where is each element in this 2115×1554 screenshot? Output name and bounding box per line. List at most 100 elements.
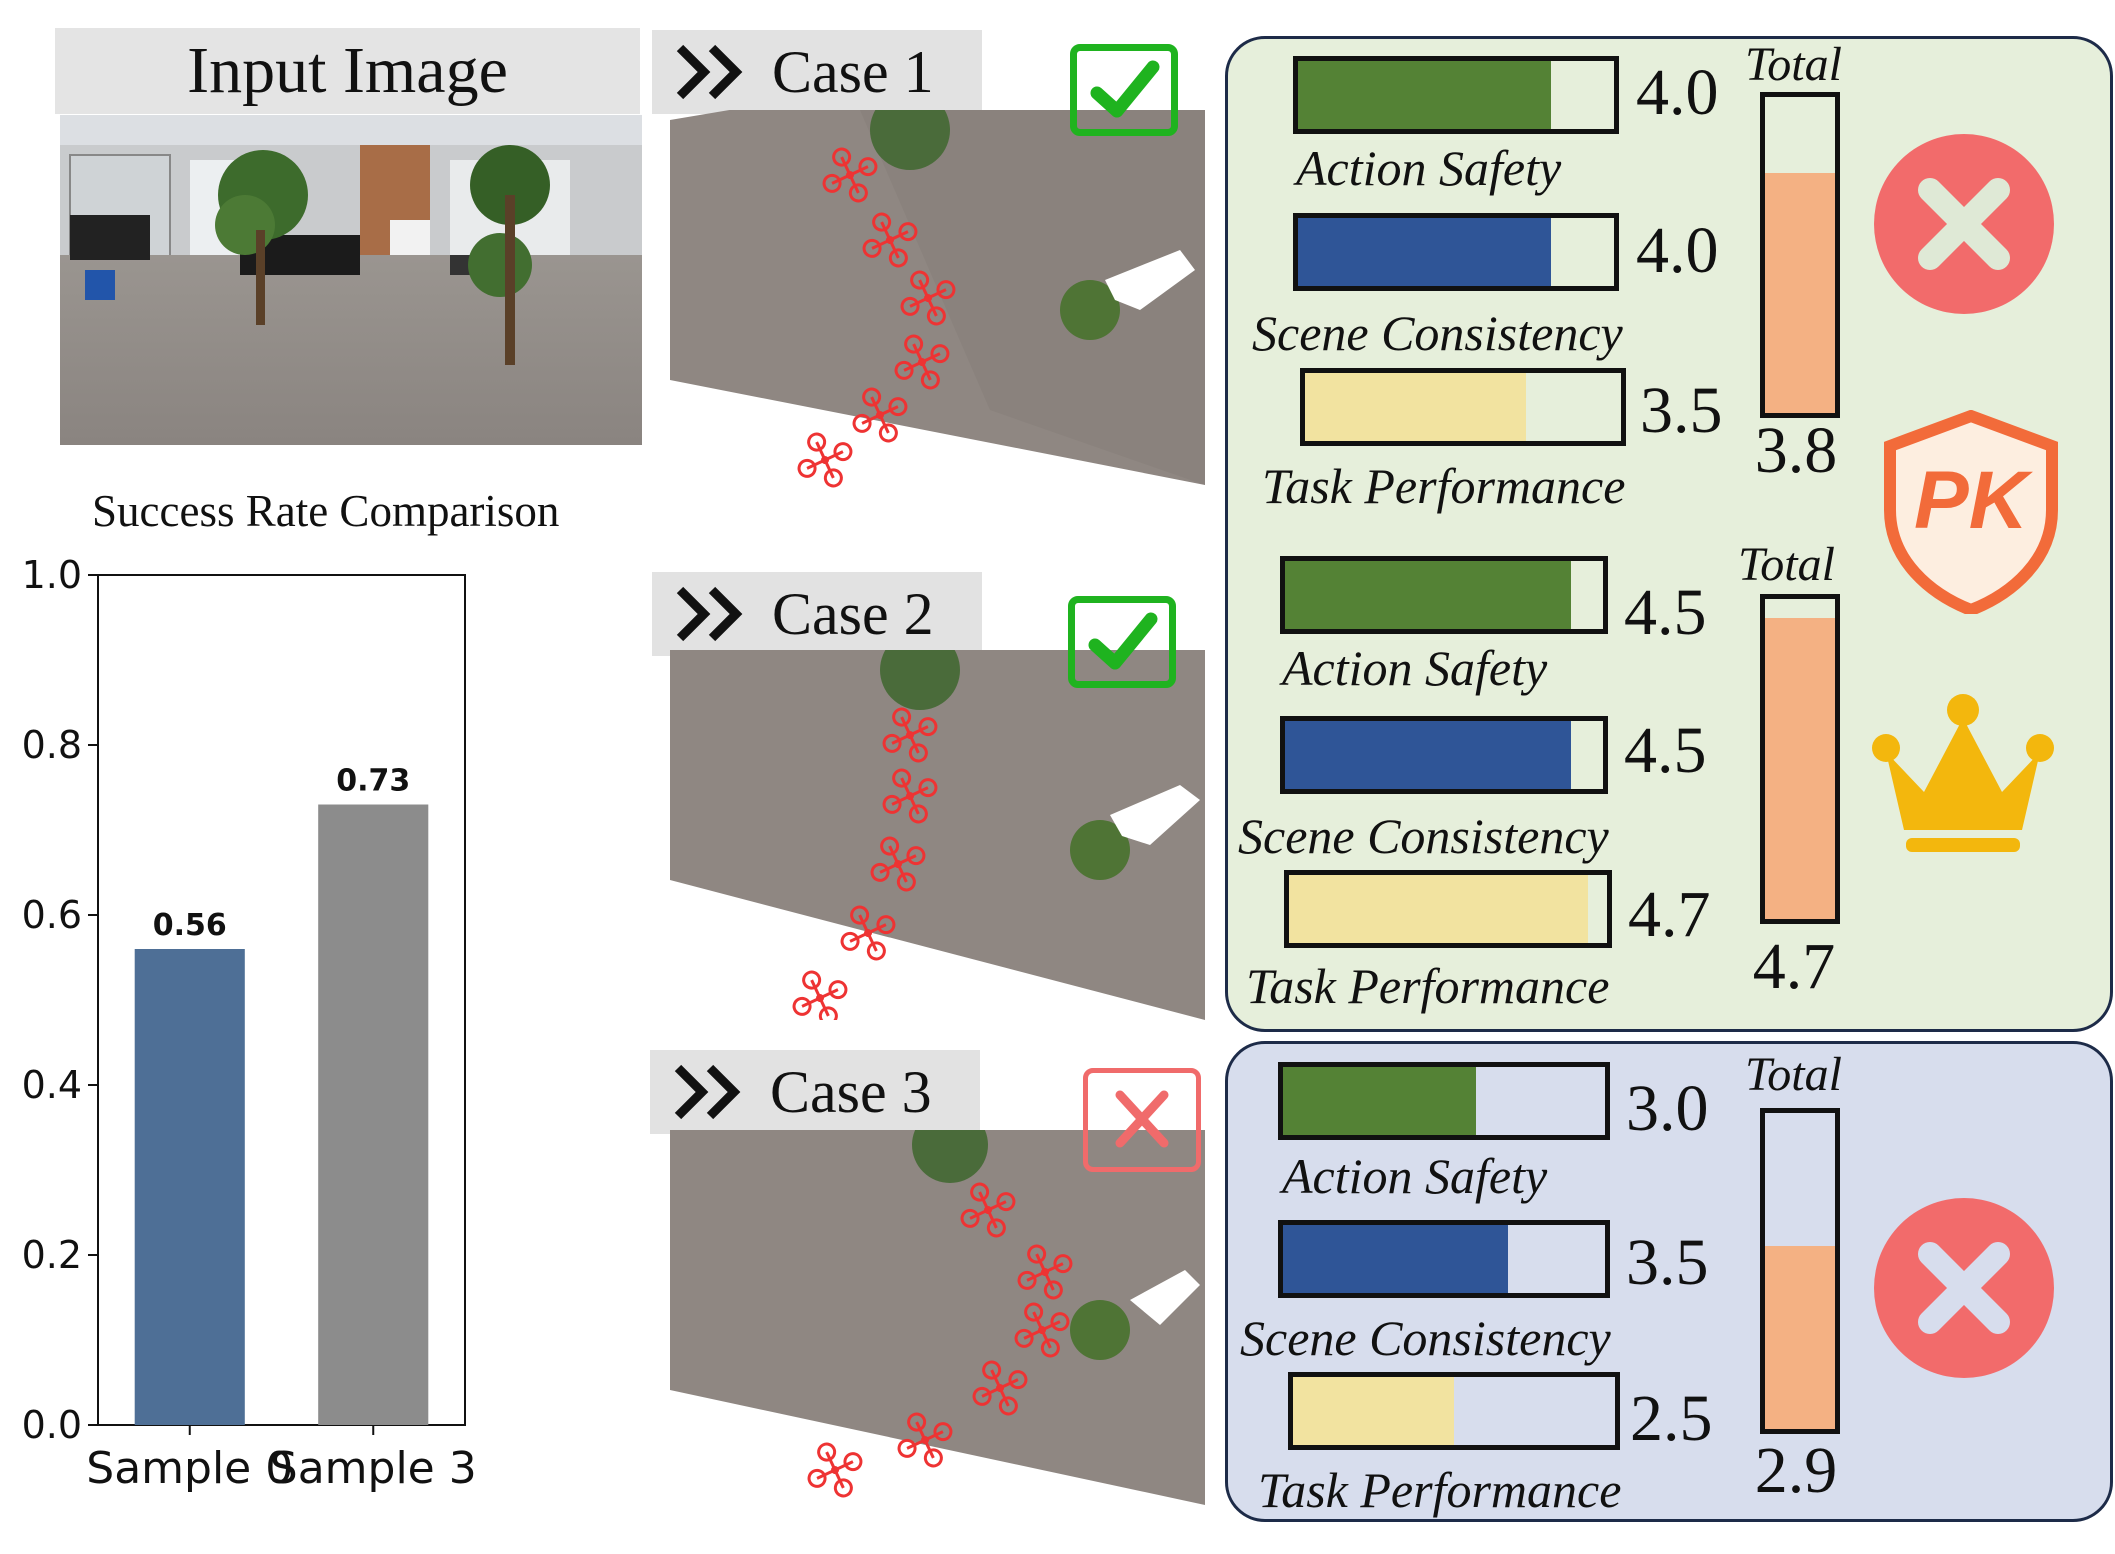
case-2-label: Case 2 [652, 572, 982, 656]
drone-icon [897, 1412, 953, 1468]
score-bar [1288, 1372, 1620, 1450]
metric-label: Scene Consistency [1238, 808, 1609, 864]
chevron-icon [676, 586, 743, 642]
score-bar [1278, 1220, 1610, 1298]
input-image-title: Input Image [55, 28, 640, 114]
total-bar [1760, 1108, 1840, 1434]
metric-label: Scene Consistency [1252, 305, 1623, 361]
pk-shield-icon [1884, 410, 2058, 614]
drone-icon [870, 836, 926, 892]
plot-frame [97, 574, 466, 1426]
total-bar-fill [1765, 1245, 1835, 1429]
total-bar-fill [1765, 172, 1835, 413]
drone-icon [972, 1360, 1028, 1416]
score-bar [1293, 56, 1619, 134]
score-bar [1284, 870, 1612, 948]
metric-label: Task Performance [1246, 958, 1610, 1014]
chevron-icon [676, 44, 743, 100]
score-bar-fill [1305, 373, 1527, 441]
bar [318, 804, 429, 1425]
score-bar-fill [1289, 875, 1588, 943]
score-bar-fill [1283, 1225, 1509, 1293]
y-tick-label: 0.6 [22, 893, 82, 937]
drone-icon [1014, 1302, 1070, 1358]
total-bar [1760, 92, 1840, 418]
metric-score: 3.5 [1626, 1226, 1709, 1299]
bar-value-label: 0.56 [153, 908, 227, 943]
case-3-label: Case 3 [650, 1050, 980, 1134]
y-tick-label: 0.0 [22, 1403, 82, 1447]
case-2-trajectory-scene [670, 650, 1205, 1020]
score-bar-fill [1283, 1067, 1477, 1135]
drone-icon [852, 387, 908, 443]
drone-icon [797, 432, 853, 488]
metric-score: 4.5 [1624, 576, 1707, 649]
y-tick-label: 0.4 [22, 1063, 82, 1107]
drone-icon [882, 768, 938, 824]
bar-value-label: 0.73 [336, 764, 410, 799]
crown-icon [1872, 694, 2054, 852]
y-tick-label: 0.8 [22, 723, 82, 767]
metric-score: 3.5 [1640, 374, 1723, 447]
metric-score: 3.0 [1626, 1072, 1709, 1145]
case-3-title: Case 3 [770, 1059, 932, 1125]
metric-score: 2.5 [1630, 1382, 1713, 1455]
check-icon [1090, 60, 1160, 118]
drone-icon [822, 147, 878, 203]
score-bar [1300, 368, 1626, 446]
metric-label: Action Safety [1296, 140, 1562, 196]
metric-label: Action Safety [1282, 640, 1548, 696]
total-bar [1760, 594, 1840, 924]
metric-score: 4.0 [1636, 214, 1719, 287]
pk-badge: PK [1880, 410, 2062, 614]
metric-label: Action Safety [1282, 1148, 1548, 1204]
score-bar [1280, 716, 1608, 794]
drone-icon [960, 1182, 1016, 1238]
drone-icon [900, 270, 956, 326]
x-tick-label: Sample 0 [86, 1443, 293, 1494]
total-bar-fill [1765, 618, 1835, 919]
metric-score: 4.5 [1624, 714, 1707, 787]
cross-icon [1115, 1090, 1169, 1148]
bar [134, 949, 245, 1425]
drone-icon [882, 707, 938, 763]
score-bar-fill [1298, 218, 1551, 286]
drone-icon [840, 905, 896, 961]
drone-icon [792, 970, 848, 1020]
metric-label: Scene Consistency [1240, 1310, 1611, 1366]
case-1-status [1070, 44, 1178, 136]
score-bar-fill [1285, 721, 1572, 789]
x-tick-label: Sample 3 [270, 1443, 477, 1494]
case-3-status [1083, 1068, 1201, 1172]
total-label: Total [1745, 38, 1842, 91]
total-label: Total [1745, 1048, 1842, 1101]
drone-icon [862, 212, 918, 268]
case-1-label: Case 1 [652, 30, 982, 114]
drone-icon [894, 334, 950, 390]
total-score: 3.8 [1754, 414, 1838, 487]
total-label: Total [1738, 538, 1835, 591]
drone-icon [807, 1442, 863, 1498]
case-1-trajectory-scene [670, 110, 1205, 488]
check-icon [1088, 612, 1158, 670]
reject-icon [1874, 1198, 2054, 1378]
total-score: 4.7 [1752, 930, 1836, 1003]
drone-icon [1017, 1244, 1073, 1300]
case-3-trajectory-scene [670, 1130, 1205, 1505]
y-tick-label: 1.0 [22, 553, 82, 597]
score-bar [1280, 556, 1608, 634]
score-bar [1278, 1062, 1610, 1140]
metric-label: Task Performance [1262, 458, 1626, 514]
total-score: 2.9 [1754, 1434, 1838, 1507]
reject-icon [1874, 134, 2054, 314]
chevron-icon [674, 1064, 741, 1120]
case-1-title: Case 1 [772, 39, 934, 105]
metric-score: 4.7 [1628, 878, 1711, 951]
score-bar-fill [1298, 61, 1551, 129]
case-2-status [1068, 596, 1176, 688]
metric-label: Task Performance [1258, 1462, 1622, 1518]
chart-title: Success Rate Comparison [92, 486, 560, 536]
input-photo [60, 115, 642, 445]
pk-text: PK [1914, 455, 2028, 546]
